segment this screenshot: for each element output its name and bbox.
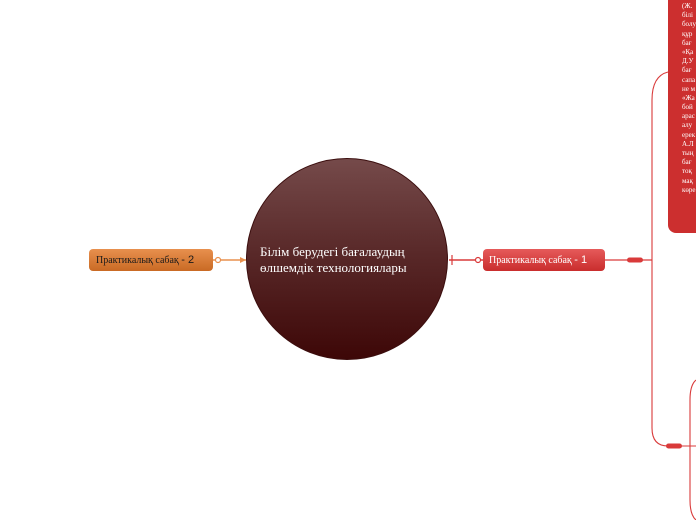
note-line: тоқ <box>682 167 692 176</box>
note-line: Д.У <box>682 57 694 66</box>
note-line: ерек <box>682 130 696 139</box>
tree-branch-lower <box>651 260 696 447</box>
branch-label: Практикалық сабақ <box>96 255 179 266</box>
tree-branch-upper <box>651 71 669 260</box>
note-line: көре <box>682 185 696 194</box>
branch-node-practical-2[interactable]: Практикалық сабақ - 2 <box>89 249 213 271</box>
branch-number: - 2 <box>181 254 195 266</box>
note-line: бой <box>682 103 693 112</box>
note-line: «Жа <box>682 93 695 102</box>
note-line: бағ <box>682 158 692 167</box>
note-line: (Ж. <box>682 2 693 10</box>
note-line: бағ <box>682 38 692 47</box>
branch-label: Практикалық сабақ <box>489 255 572 266</box>
central-topic-node[interactable] <box>246 158 448 360</box>
branch-node-practical-1[interactable]: Практикалық сабақ - 1 <box>483 249 605 271</box>
central-topic-title: Білім берудегі бағалаудың өлшемдік техно… <box>260 244 407 275</box>
note-line: А.Л <box>682 139 694 148</box>
tree-right-edge <box>689 379 696 520</box>
note-line: тың <box>682 149 694 157</box>
note-line: алу <box>682 121 693 130</box>
note-line: не м <box>682 84 696 93</box>
note-line: «Қа <box>682 47 694 56</box>
note-line: болу <box>682 20 696 29</box>
note-line: арас <box>682 112 695 121</box>
note-line: құр <box>682 29 693 38</box>
lower-branch-handle[interactable] <box>666 443 682 449</box>
note-line: сапа <box>682 75 696 84</box>
connector-tree-handle[interactable] <box>627 257 643 263</box>
note-line: бағ <box>682 66 692 75</box>
connector-right-dot <box>474 256 482 264</box>
note-line: білі <box>682 11 693 20</box>
connector-left-arrow <box>240 257 246 263</box>
connector-left-dot <box>214 256 222 264</box>
note-line: мақ <box>682 176 693 185</box>
branch-number: - 1 <box>574 254 588 266</box>
